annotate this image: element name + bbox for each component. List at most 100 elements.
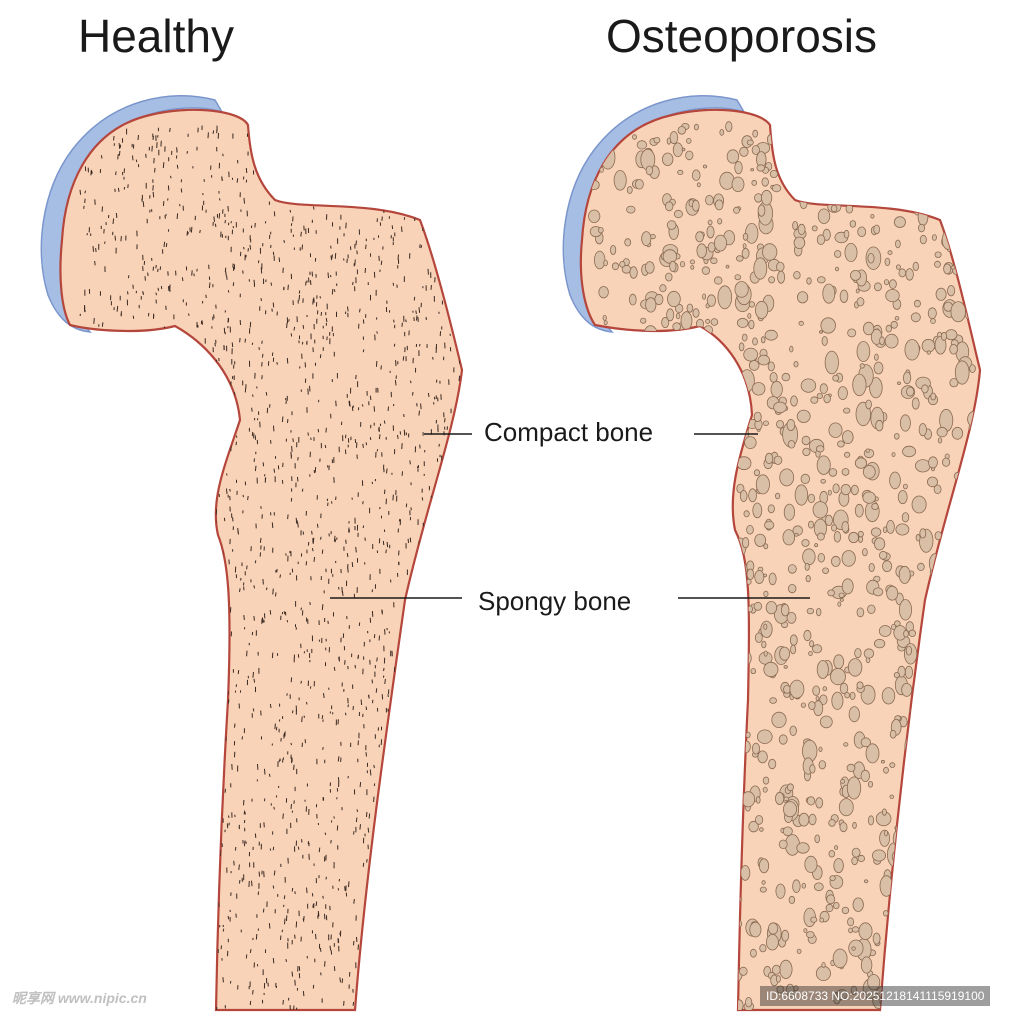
texture-pore [637,720,645,729]
texture-pore [973,299,980,309]
texture-mark [359,824,361,830]
texture-mark [114,235,116,241]
texture-pore [695,975,703,985]
texture-pore [626,205,636,214]
texture-mark [153,614,155,619]
texture-mark [220,739,222,745]
texture-pore [675,366,681,373]
texture-pore [928,723,935,731]
texture-mark [203,931,206,935]
texture-pore [839,131,853,146]
texture-pore [734,281,749,298]
texture-pore [907,176,915,186]
texture-pore [630,877,636,882]
texture-pore [753,601,763,611]
texture-mark [209,476,211,481]
texture-pore [591,781,599,792]
texture-pore [594,652,604,667]
texture-pore [893,620,901,627]
texture-pore [910,725,916,733]
texture-mark [135,772,137,777]
texture-pore [762,243,778,261]
texture-pore [675,996,680,1002]
texture-pore [815,696,820,701]
texture-mark [278,257,281,263]
texture-pore [833,858,844,874]
texture-mark [146,1008,149,1010]
texture-mark [309,602,311,606]
texture-pore [595,510,610,522]
texture-mark [95,248,97,253]
texture-pore [686,795,693,803]
texture-mark [170,769,173,776]
texture-pore [871,125,886,141]
texture-pore [915,534,921,542]
texture-mark [354,259,356,266]
texture-mark [123,562,126,566]
texture-pore [872,587,884,597]
texture-pore [800,378,817,393]
texture-mark [422,522,425,528]
texture-mark [355,374,357,380]
texture-pore [955,714,963,725]
texture-mark [383,420,386,424]
texture-pore [809,764,816,774]
texture-pore [712,922,721,935]
texture-mark [197,994,199,998]
texture-pore [687,615,696,624]
texture-mark [165,243,168,248]
texture-mark [282,758,284,763]
texture-pore [619,710,627,718]
texture-mark [369,769,372,776]
texture-mark [99,657,101,663]
texture-mark [169,127,171,132]
texture-pore [669,800,676,809]
texture-mark [412,391,414,396]
texture-pore [754,300,769,320]
texture-pore [635,995,641,1003]
texture-pore [601,514,615,534]
texture-mark [378,434,381,440]
texture-pore [942,146,950,156]
texture-pore [664,764,674,777]
texture-pore [813,124,830,150]
texture-pore [777,270,786,284]
texture-pore [712,349,725,362]
texture-pore [616,989,624,1000]
texture-pore [689,725,701,744]
texture-mark [120,236,122,242]
texture-pore [834,250,842,258]
texture-mark [253,678,256,683]
texture-pore [945,329,958,341]
texture-pore [664,951,670,958]
texture-pore [862,548,868,557]
texture-mark [112,218,115,225]
texture-mark [162,604,164,608]
texture-pore [945,167,953,176]
texture-pore [867,815,875,826]
texture-pore [928,456,938,469]
texture-mark [300,231,302,237]
texture-mark [411,669,413,673]
texture-pore [702,293,707,300]
texture-mark [186,151,188,154]
texture-pore [620,876,634,892]
texture-pore [667,472,675,485]
texture-mark [117,788,120,794]
texture-pore [913,299,921,308]
texture-pore [845,142,854,155]
texture-pore [668,826,680,841]
texture-mark [443,523,445,529]
texture-mark [173,877,175,883]
texture-pore [776,419,785,429]
texture-mark [272,588,274,595]
texture-pore [808,813,817,826]
texture-pore [771,184,782,193]
texture-mark [396,852,398,855]
texture-mark [135,435,137,439]
texture-pore [911,495,927,514]
texture-mark [237,527,239,534]
texture-mark [233,860,235,866]
texture-mark [84,729,86,736]
texture-mark [315,901,318,907]
